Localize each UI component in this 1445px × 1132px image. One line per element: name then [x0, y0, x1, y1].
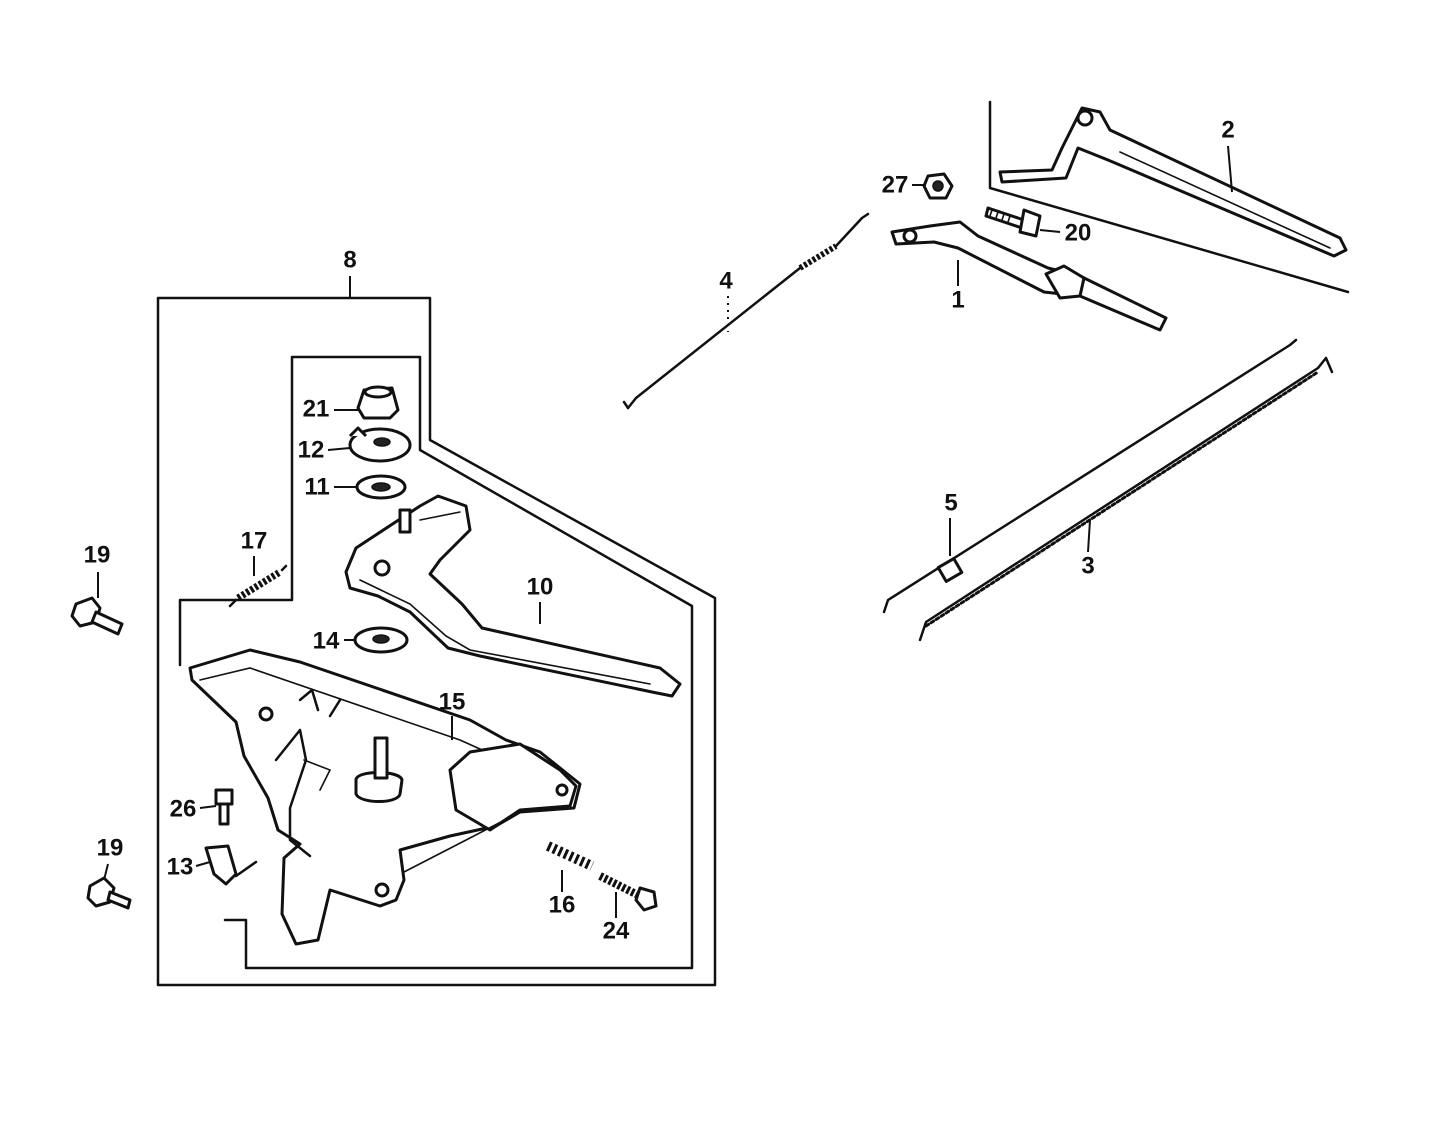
callout-26: 26 [170, 795, 197, 822]
callout-15: 15 [439, 688, 466, 715]
callout-27: 27 [882, 171, 909, 198]
part-10-lever-arm [344, 494, 682, 698]
part-27-nut [922, 172, 954, 200]
part-3-rod [882, 338, 1334, 642]
leader-26 [199, 805, 217, 809]
part-19-bolt-lower [86, 876, 132, 910]
callout-8: 8 [343, 246, 356, 273]
callout-20: 20 [1065, 219, 1092, 246]
callout-21: 21 [303, 395, 330, 422]
part-17-spring [228, 564, 288, 608]
callout-11: 11 [304, 473, 329, 500]
callout-5: 5 [944, 489, 957, 516]
part-2-lever [998, 106, 1348, 258]
group-box-2 [988, 100, 1350, 294]
leader-2 [1227, 145, 1233, 193]
callout-19-upper: 19 [84, 541, 111, 568]
part-15-bracket [188, 648, 582, 946]
part-4-spring-rod [622, 212, 870, 410]
callout-12: 12 [298, 436, 325, 463]
leader-20 [1039, 229, 1061, 233]
callout-3: 3 [1081, 552, 1094, 579]
part-1-lever [890, 220, 1168, 332]
part-21-nut [356, 385, 400, 420]
callout-17: 17 [241, 527, 268, 554]
callout-13: 13 [167, 853, 194, 880]
part-13-clip [204, 844, 258, 886]
part-26-bolt [214, 788, 234, 826]
part-16-spring [545, 841, 595, 871]
leader-3 [1087, 519, 1091, 553]
leader-13 [195, 861, 211, 867]
callout-19-lower: 19 [97, 834, 124, 861]
callout-10: 10 [527, 573, 554, 600]
part-12-washer [348, 426, 412, 463]
leader-19b [103, 863, 109, 881]
part-5-clip [936, 557, 964, 583]
callout-2: 2 [1221, 116, 1234, 143]
callout-4: 4 [719, 267, 733, 294]
part-24-screw [598, 872, 658, 912]
callout-1: 1 [951, 286, 964, 313]
part-11-washer [355, 474, 407, 500]
callout-14: 14 [313, 627, 340, 654]
part-14-washer [353, 626, 409, 654]
leader-12 [327, 447, 351, 451]
callout-16: 16 [549, 891, 576, 918]
part-19-bolt-upper [70, 596, 124, 636]
callout-24: 24 [603, 917, 630, 944]
part-20-bolt [984, 206, 1042, 238]
group-box-8-outer [156, 296, 717, 987]
